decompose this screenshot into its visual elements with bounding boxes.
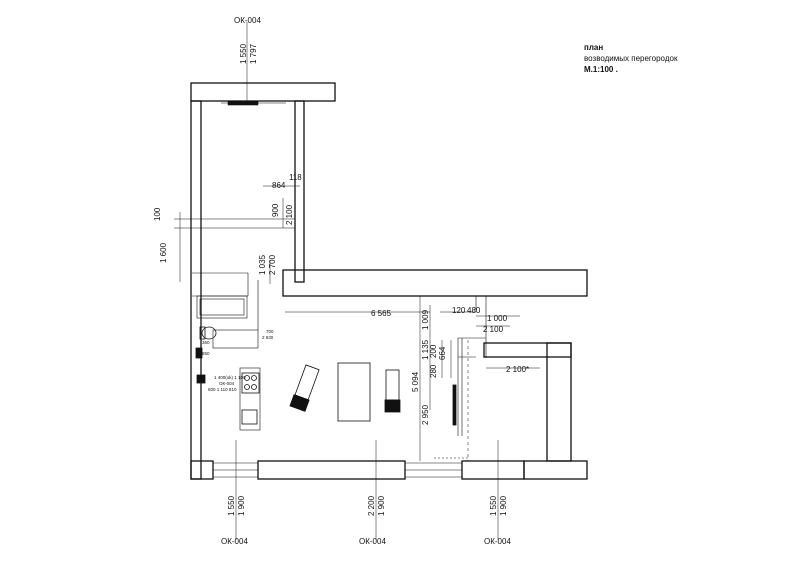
window-frames xyxy=(213,100,462,478)
dim-1035: 1 035 xyxy=(258,254,267,275)
bottom-left-width: 1 550 xyxy=(227,495,236,516)
note-700: 700 xyxy=(266,329,274,334)
plan-subtitle: возводимых перегородок xyxy=(584,54,678,63)
dim-480: 480 xyxy=(467,306,481,315)
long-horizontal-wall xyxy=(282,269,588,297)
dim-2100-star: 2 100* xyxy=(506,365,529,374)
right-room-north-wall xyxy=(483,342,572,358)
chair-right xyxy=(384,369,401,413)
plan-title: план xyxy=(584,43,604,52)
note-ok-2: ОК-004 xyxy=(219,381,235,386)
bottom-right-width: 1 550 xyxy=(489,495,498,516)
dim-6565: 6 565 xyxy=(371,309,392,318)
note-ok-1: 1 400(ok) 1 100 xyxy=(214,375,246,380)
dim-664: 664 xyxy=(438,346,447,360)
dim-2100-b: 2 100 xyxy=(483,325,504,334)
note-850: 850 xyxy=(202,351,210,356)
dim-1009: 1 009 xyxy=(421,309,430,330)
top-slab xyxy=(190,82,336,102)
note-360: 360 xyxy=(202,340,210,345)
bottom-wall-seg-1 xyxy=(190,460,214,480)
dim-1000: 1 000 xyxy=(487,314,508,323)
dim-2100-a: 2 100 xyxy=(285,204,294,225)
dim-100: 100 xyxy=(153,207,162,221)
thin-lines xyxy=(192,102,487,471)
dimension-texts: ОК-004 1 550 1 797 100 1 600 864 118 900… xyxy=(153,16,529,546)
bottom-wall-seg-4 xyxy=(523,460,588,480)
plan-scale: М.1:100 . xyxy=(584,65,618,74)
table xyxy=(337,362,371,422)
dim-5094: 5 094 xyxy=(411,371,420,392)
armchair-left xyxy=(289,364,320,412)
dim-864: 864 xyxy=(272,181,286,190)
bottom-left-label: ОК-004 xyxy=(221,537,248,546)
dim-900: 900 xyxy=(271,203,280,217)
top-window-width: 1 550 xyxy=(239,43,248,64)
dimension-lines xyxy=(174,22,540,540)
note-ok-3: 600 1 110 810 xyxy=(208,387,237,392)
dim-118: 118 xyxy=(289,173,302,182)
right-room-east-wall xyxy=(546,342,572,462)
dim-280: 280 xyxy=(429,364,438,378)
stove xyxy=(241,372,260,394)
dim-2700: 2 700 xyxy=(268,254,277,275)
bottom-mid-label: ОК-004 xyxy=(359,537,386,546)
upper-room-right-wall xyxy=(294,100,305,283)
small-notes: 700 2 630 360 850 1 400(ok) 1 100 ОК-004… xyxy=(202,329,274,392)
top-window-height: 1 797 xyxy=(249,43,258,64)
dim-200: 200 xyxy=(429,344,438,358)
bottom-mid-width: 2 200 xyxy=(367,495,376,516)
bottom-wall-seg-3 xyxy=(461,460,525,480)
walls xyxy=(190,82,588,480)
dim-1135: 1 135 xyxy=(421,339,430,360)
note-2630: 2 630 xyxy=(262,335,274,340)
toilet xyxy=(201,326,217,340)
bottom-right-height: 1 900 xyxy=(499,495,508,516)
dim-120: 120 xyxy=(452,306,466,315)
furniture xyxy=(195,326,457,426)
dim-1600: 1 600 xyxy=(159,242,168,263)
bottom-wall-seg-2 xyxy=(257,460,406,480)
title-block: план возводимых перегородок М.1:100 . xyxy=(584,42,677,75)
bottom-left-height: 1 900 xyxy=(237,495,246,516)
dim-2950: 2 950 xyxy=(421,404,430,425)
top-window-label: ОК-004 xyxy=(234,16,261,25)
bottom-right-label: ОК-004 xyxy=(484,537,511,546)
bottom-mid-height: 1 900 xyxy=(377,495,386,516)
kitchen-sink xyxy=(241,409,258,425)
left-wall xyxy=(190,100,202,480)
